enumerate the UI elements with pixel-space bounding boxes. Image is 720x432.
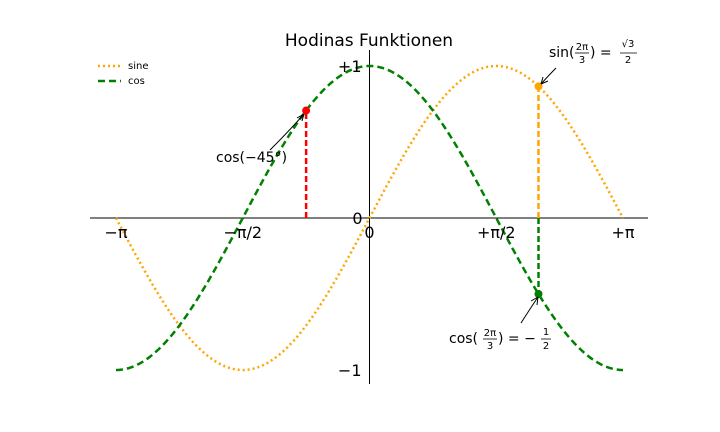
svg-text:2π: 2π [576, 42, 588, 53]
y-tick-label-zero-left: 0 [352, 209, 362, 228]
annotation-arrowhead-cos-minus-45 [296, 113, 305, 122]
annotation-arrow-cos-2pi-3 [520, 296, 539, 324]
svg-text:3: 3 [579, 55, 585, 66]
x-tick-label-1: −π/2 [223, 223, 262, 242]
y-tick-label-2: +1 [338, 57, 362, 76]
annotation-arrow-cos-minus-45 [269, 113, 305, 151]
legend-label-sine: sine [128, 61, 148, 72]
svg-text:) = −: ) = − [498, 331, 536, 347]
marker-point-1 [534, 82, 543, 91]
x-tick-label-0: −π [104, 223, 127, 242]
svg-text:) =: ) = [590, 45, 612, 61]
x-tick-label-3: +π/2 [477, 223, 516, 242]
annotation-cos-minus-45: cos(−45°) [216, 150, 287, 166]
x-tick-label-2: 0 [364, 223, 374, 242]
x-tick-label-4: +π [611, 223, 634, 242]
y-tick-label-0: −1 [338, 361, 362, 380]
svg-text:cos(: cos( [449, 331, 478, 347]
annotation-arrowhead-cos-2pi-3 [530, 296, 539, 306]
series-line-cos [115, 64, 624, 372]
svg-text:2: 2 [543, 341, 549, 352]
legend-label-cos: cos [128, 76, 145, 87]
svg-text:2: 2 [625, 55, 631, 66]
svg-text:sin(: sin( [549, 45, 575, 61]
marker-point-2 [534, 290, 543, 298]
series-layer [114, 64, 625, 372]
svg-text:1: 1 [543, 327, 549, 338]
svg-text:√3: √3 [622, 39, 635, 50]
annotation-arrowhead-sin-2pi-3 [540, 76, 549, 85]
tick-layer: −π −π/2 00 +π/2 +π −1 +1 [104, 57, 634, 380]
annotation-cos-2pi-3: cos( 2π 3 ) = − 1 2 [449, 327, 551, 352]
marker-layer [302, 82, 543, 298]
marker-point-0 [302, 106, 311, 115]
svg-text:3: 3 [487, 341, 493, 352]
annotations: cos(−45°) sin( 2π 3 ) = √3 2 cos( 2π 3 )… [216, 39, 637, 352]
series-line-sine [114, 64, 625, 372]
chart-title: Hodinas Funktionen [285, 31, 453, 51]
annotation-sin-2pi-3: sin( 2π 3 ) = √3 2 [549, 39, 637, 66]
legend: sine cos [98, 61, 148, 87]
annotation-arrow-sin-2pi-3 [540, 67, 557, 85]
svg-text:2π: 2π [484, 328, 496, 339]
